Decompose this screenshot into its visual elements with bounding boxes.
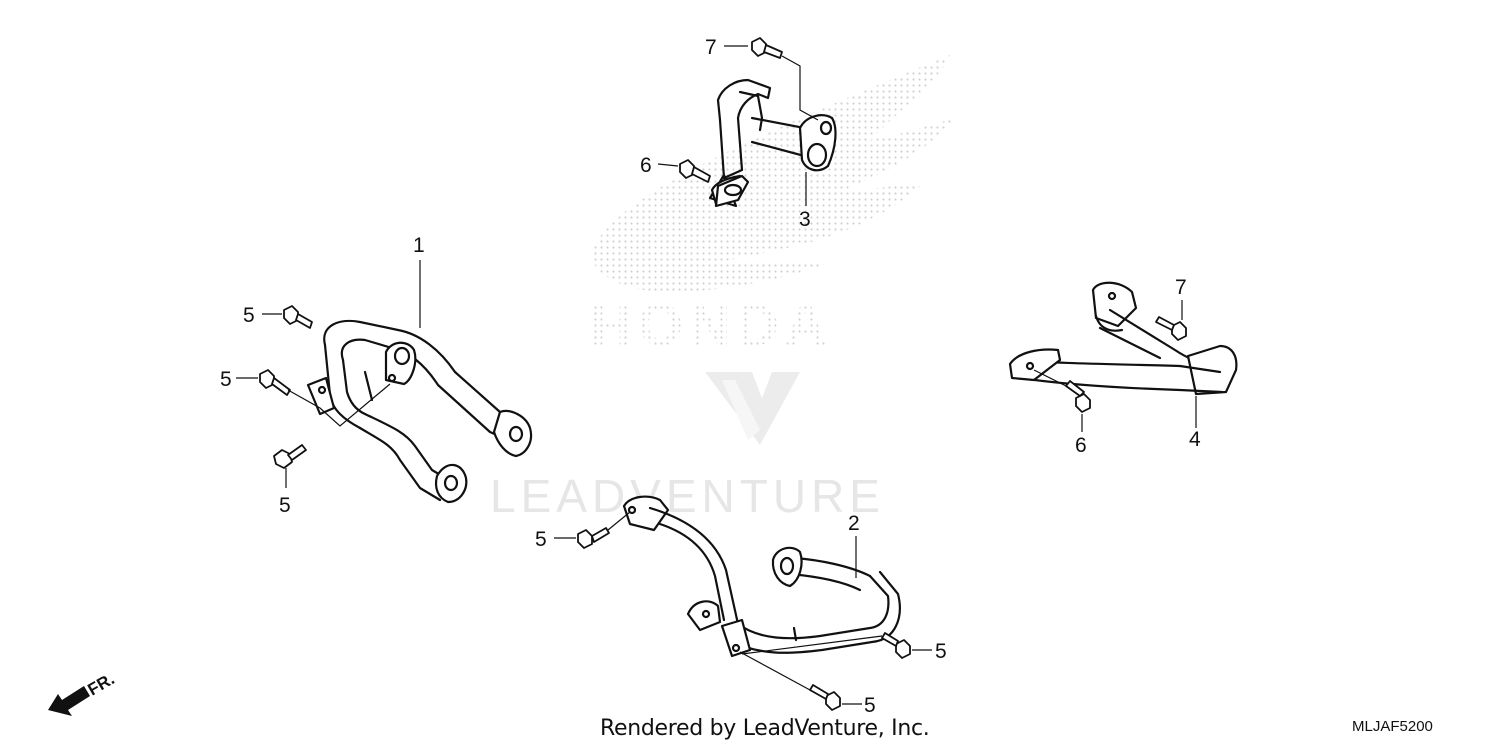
- bolt-7-right: [1155, 316, 1187, 341]
- front-direction-indicator: FR.: [48, 669, 118, 716]
- callout-part-2: 2: [848, 512, 860, 535]
- part-2-bracket: [622, 495, 901, 658]
- callout-bolt-5-center-right: 5: [935, 640, 947, 663]
- bolt-6-right: [1065, 380, 1091, 413]
- render-credit: Rendered by LeadVenture, Inc.: [600, 716, 930, 741]
- front-label: FR.: [85, 669, 118, 699]
- bolt-5-center-bottom: [809, 684, 841, 711]
- callout-bolt-5-center-left: 5: [535, 528, 547, 551]
- diagram-code: MLJAF5200: [1352, 718, 1433, 735]
- callout-bolt-6-right: 6: [1075, 434, 1087, 457]
- bolt-5-left-upper: [283, 305, 313, 329]
- bolt-5-left-lower: [273, 444, 307, 469]
- callout-bolt-7-top: 7: [705, 36, 717, 59]
- callout-bolt-5-left-lower: 5: [279, 494, 291, 517]
- leadventure-watermark: LEADVENTURE: [490, 372, 885, 522]
- leadventure-watermark-text: LEADVENTURE: [490, 470, 885, 522]
- bolt-5-center-right: [881, 632, 911, 659]
- callout-bolt-7-right: 7: [1175, 276, 1187, 299]
- callout-labels: 7 6 3 1 5 5 5 5 2 5 5 7 6 4: [220, 36, 1201, 717]
- callout-part-4: 4: [1189, 428, 1201, 451]
- callout-part-1: 1: [413, 234, 425, 257]
- callout-bolt-5-center-bottom: 5: [864, 694, 876, 717]
- callout-bolt-6-top: 6: [640, 154, 652, 177]
- honda-wing-watermark: HONDA: [590, 55, 955, 358]
- bolt-6-top: [679, 159, 711, 183]
- front-arrow-icon: [48, 686, 90, 716]
- honda-watermark-text: HONDA: [590, 293, 833, 358]
- callout-part-3: 3: [799, 208, 811, 231]
- part-4-bracket: [1008, 281, 1238, 396]
- bolt-5-left-middle: [259, 369, 291, 396]
- part-3-bracket: [708, 78, 837, 208]
- callout-bolt-5-left-middle: 5: [220, 368, 232, 391]
- callout-bolt-5-left-upper: 5: [243, 304, 255, 327]
- bolt-7-top: [751, 37, 783, 59]
- part-1-bracket: [306, 319, 533, 504]
- leader-lines: [236, 45, 1197, 705]
- bolt-5-center-left: [577, 527, 610, 549]
